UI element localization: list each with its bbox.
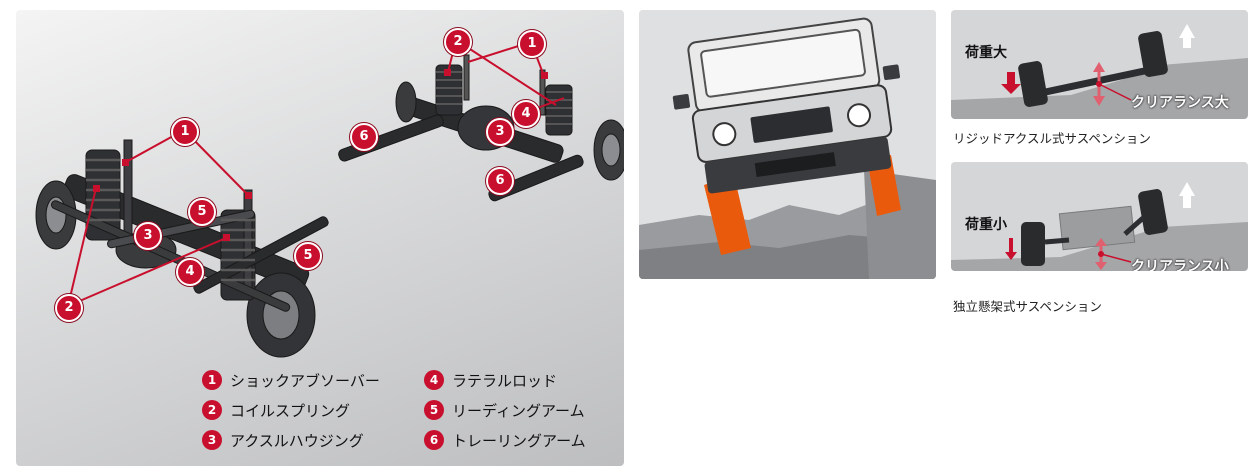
load-label-independent: 荷重小: [965, 217, 1007, 233]
callout-4-lateral-rod-rear: 4: [512, 100, 540, 128]
legend-label: リーディングアーム: [452, 401, 585, 420]
callout-2-coil-spring: 2: [55, 294, 83, 322]
vehicle-articulation-panel: [639, 10, 936, 279]
callout-5-leading-arm: 5: [188, 198, 216, 226]
independent-suspension-diagram: 荷重小 クリアランス小: [951, 162, 1248, 271]
legend-number: 6: [424, 430, 444, 450]
independent-suspension-caption: 独立懸架式サスペンション: [953, 299, 1102, 314]
legend-item: 3 アクスルハウジング: [202, 428, 364, 452]
callout-1-shock-absorber: 1: [171, 118, 199, 146]
callout-1-shock-absorber-rear: 1: [518, 30, 546, 58]
legend-label: トレーリングアーム: [452, 431, 586, 450]
legend-item: 6 トレーリングアーム: [424, 428, 586, 452]
callout-5-leading-arm-2: 5: [294, 242, 322, 270]
callout-3-axle-housing-rear: 3: [486, 118, 514, 146]
clearance-label-rigid: クリアランス大: [1131, 95, 1229, 111]
rigid-axle-caption: リジッドアクスル式サスペンション: [953, 131, 1151, 146]
callout-3-axle-housing: 3: [134, 222, 162, 250]
legend-label: ラテラルロッド: [452, 371, 558, 390]
callout-4-lateral-rod: 4: [176, 258, 204, 286]
legend-number: 5: [424, 400, 444, 420]
callout-2-coil-spring-rear: 2: [444, 28, 472, 56]
legend-number: 4: [424, 370, 444, 390]
legend-item: 5 リーディングアーム: [424, 398, 585, 422]
independent-suspension-illustration: [951, 182, 1248, 271]
clearance-label-independent: クリアランス小: [1131, 259, 1229, 271]
legend-item: 4 ラテラルロッド: [424, 368, 557, 392]
legend-label: コイルスプリング: [230, 401, 351, 420]
rigid-axle-illustration: [951, 24, 1248, 119]
legend-number: 2: [202, 400, 222, 420]
callout-6-trailing-arm-2: 6: [486, 167, 514, 195]
legend-label: アクスルハウジング: [230, 431, 364, 450]
legend-item: 2 コイルスプリング: [202, 398, 350, 422]
legend-number: 1: [202, 370, 222, 390]
legend-item: 1 ショックアブソーバー: [202, 368, 380, 392]
legend-label: ショックアブソーバー: [230, 371, 380, 390]
legend-number: 3: [202, 430, 222, 450]
callout-6-trailing-arm: 6: [350, 123, 378, 151]
suspension-diagram-panel: 1 1 2 2 3 3 4 4 5 5 6 6 1 ショックアブソーバー 2 コ…: [16, 10, 624, 466]
rigid-axle-diagram: 荷重大 クリアランス大: [951, 10, 1248, 119]
vehicle-illustration: [639, 10, 936, 279]
load-label-rigid: 荷重大: [965, 45, 1007, 61]
